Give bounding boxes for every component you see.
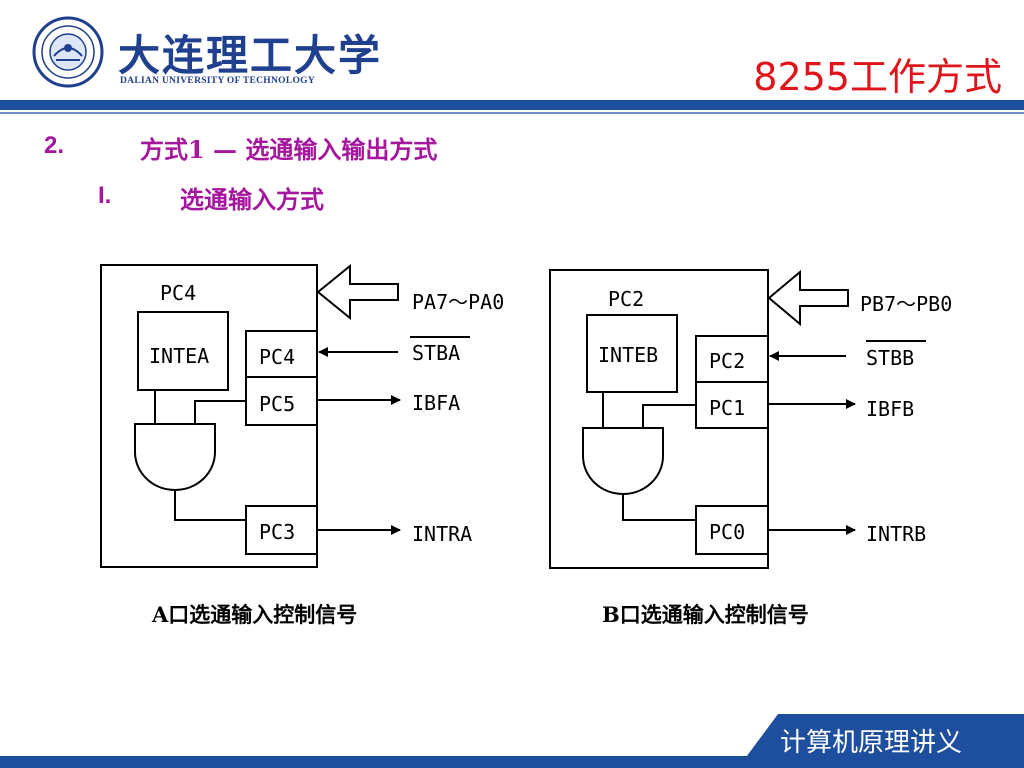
hollow-left-arrow-icon — [316, 263, 399, 321]
data-bus-label-b: PB7～PB0 — [860, 292, 952, 316]
pin-bottom-a: PC3 — [259, 520, 295, 544]
pin-box-top-b — [695, 335, 769, 383]
data-bus-label-a: PA7～PA0 — [412, 290, 504, 314]
ibf-label-a: IBFA — [412, 391, 460, 415]
inte-label-b: INTEB — [598, 343, 658, 367]
inte-box-a — [137, 311, 229, 391]
university-name-cn: 大连理工大学 — [118, 31, 383, 80]
diagram-b: PC2 INTEB PC2 PC1 PC0 PB7～PB0 STBB IBFB … — [549, 269, 952, 627]
university-name-en: DALIAN UNIVERSITY OF TECHNOLOGY — [120, 76, 316, 86]
section-number: 2. — [44, 132, 65, 159]
pin-top-a: PC4 — [259, 345, 295, 369]
inte-box-b — [586, 314, 678, 393]
slide-header: 大连理工大学 DALIAN UNIVERSITY OF TECHNOLOGY 8… — [0, 0, 1024, 114]
diagram-a: PC4 INTEA PC4 PC5 PC3 PA7～PA0 STBA IBFA … — [100, 263, 504, 627]
pin-box-mid-b — [695, 381, 769, 429]
inte-label-a: INTEA — [149, 344, 209, 368]
pin-mid-b: PC1 — [709, 396, 745, 420]
pin-top-b: PC2 — [709, 349, 745, 373]
wire-pin-to-gate-b — [642, 404, 696, 428]
slide-title: 8255工作方式 — [753, 55, 1002, 99]
pin-bottom-b: PC0 — [709, 520, 745, 544]
pin-mid-a: PC5 — [259, 392, 295, 416]
wire-gate-to-intr-pin-b — [622, 494, 696, 521]
inte-pin-label-b: PC2 — [608, 287, 644, 311]
pin-box-top-a — [245, 330, 318, 378]
footer-label: 计算机原理讲义 — [780, 728, 963, 758]
diagram-caption-b: B口选通输入控制信号 — [602, 602, 809, 627]
and-gate-icon — [582, 427, 664, 495]
diagram-caption-a: A口选通输入控制信号 — [151, 602, 357, 627]
intr-label-a: INTRA — [412, 522, 472, 546]
pin-box-bottom-a — [245, 505, 318, 555]
hollow-left-arrow-icon — [767, 269, 849, 327]
intr-label-b: INTRB — [866, 522, 926, 546]
footer-tab — [738, 714, 1024, 768]
header-rule-thin — [0, 112, 1024, 114]
wire-pin-to-gate-a — [194, 400, 246, 424]
pin-box-bottom-b — [695, 505, 769, 555]
subsection-title: 选通输入方式 — [180, 185, 324, 214]
and-gate-icon — [134, 423, 216, 491]
header-rule — [0, 100, 1024, 110]
inte-pin-label-a: PC4 — [160, 281, 196, 305]
strobe-label-b: STBB — [866, 346, 914, 370]
strobe-label-a: STBA — [412, 341, 460, 365]
wire-gate-to-intr-pin-a — [174, 490, 246, 521]
subsection-number: I. — [98, 182, 112, 209]
ibf-label-b: IBFB — [866, 397, 914, 421]
section-title: 方式1 — 选通输入输出方式 — [140, 135, 438, 164]
university-seal-icon — [32, 16, 104, 88]
